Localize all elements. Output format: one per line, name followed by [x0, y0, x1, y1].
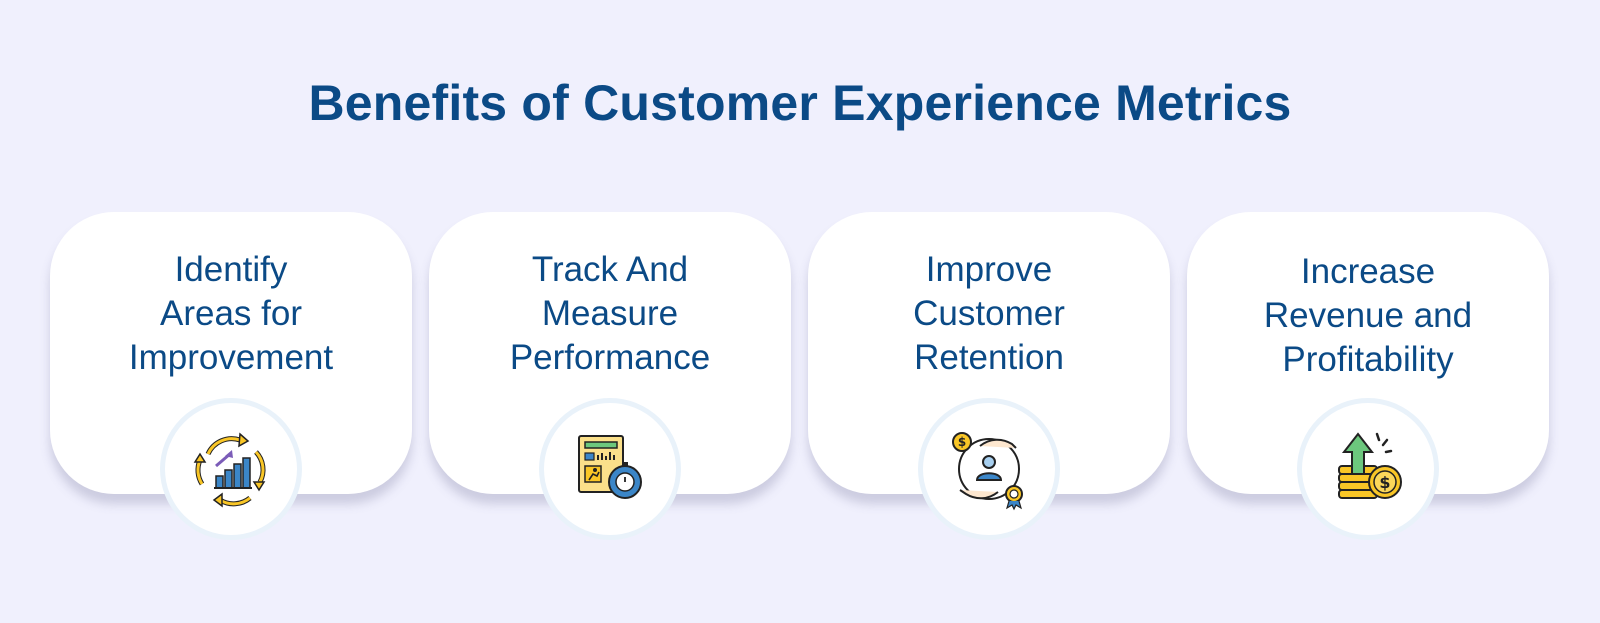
card-label: Increase Revenue and Profitability — [1207, 250, 1529, 382]
card-label-line: Improve — [925, 250, 1053, 289]
card-label-line: Revenue and — [1263, 296, 1473, 335]
card-label: Identify Areas for Improvement — [70, 248, 392, 380]
card-label-line: Retention — [914, 338, 1064, 377]
card-label-line: Improvement — [128, 338, 334, 377]
improvement-chart-icon — [160, 398, 302, 540]
svg-text:$: $ — [958, 435, 966, 449]
card-label-line: Performance — [509, 338, 711, 377]
page-title: Benefits of Customer Experience Metrics — [308, 75, 1292, 131]
card-label-line: Identify — [174, 250, 288, 289]
card-label-line: Customer — [913, 294, 1065, 333]
card-label-line: Profitability — [1282, 340, 1454, 379]
card-label: Track And Measure Performance — [449, 248, 771, 380]
card-label-line: Track And — [531, 250, 689, 289]
revenue-growth-icon: $ — [1297, 398, 1439, 540]
card-label: Improve Customer Retention — [828, 248, 1150, 380]
card-label-line: Measure — [541, 294, 679, 333]
card-label-line: Areas for — [160, 294, 302, 333]
customer-retention-icon: $ — [918, 398, 1060, 540]
svg-text:$: $ — [1379, 473, 1390, 492]
card-label-line: Increase — [1300, 252, 1436, 291]
performance-report-icon — [539, 398, 681, 540]
